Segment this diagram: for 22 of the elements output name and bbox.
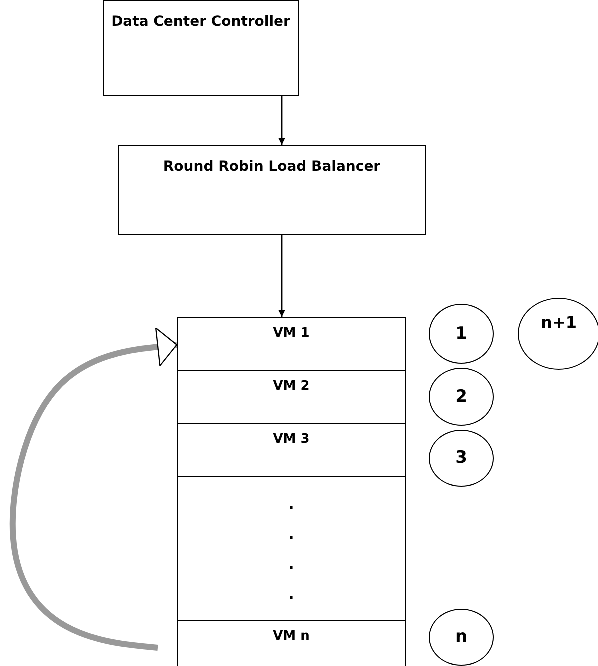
process-box [177, 370, 406, 424]
process-box [177, 423, 406, 477]
box-label: VM n [273, 629, 310, 645]
curved-block-arrow [10, 328, 178, 651]
process-box [177, 317, 406, 371]
number-label: 1 [456, 324, 468, 344]
arrow [278, 235, 286, 317]
box-label: Data Center Controller [112, 14, 290, 31]
number-label: 2 [456, 386, 468, 408]
number-label: n+1 [541, 313, 577, 332]
arrow [278, 96, 286, 145]
box-label: VM 2 [273, 379, 310, 395]
number-label: n [455, 627, 468, 648]
process-box [177, 620, 406, 666]
number-label: 3 [456, 448, 468, 469]
process-box [103, 0, 299, 96]
box-label: VM 1 [273, 326, 310, 342]
process-box [118, 145, 426, 235]
box-label: Round Robin Load Balancer [163, 159, 381, 176]
ellipsis-text: . . . . [288, 494, 296, 605]
ellipsis-box [177, 476, 406, 621]
box-label: VM 3 [273, 432, 310, 448]
